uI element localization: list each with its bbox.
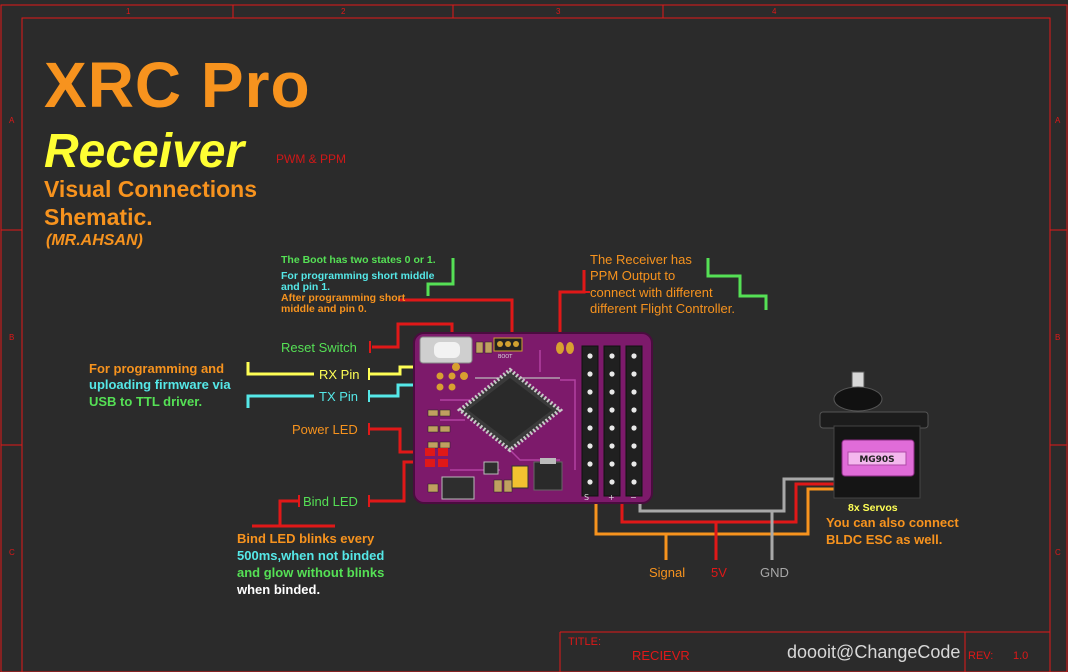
label-tx-pin: TX Pin [319, 389, 359, 404]
credit-watermark: doooit@ChangeCode [787, 642, 961, 662]
bind-note-line-3: and glow without blinks [237, 565, 385, 580]
bind-note-line-4: when binded. [237, 582, 321, 597]
header-pin [587, 425, 593, 431]
receiver-board: BOOT [413, 332, 653, 504]
grid-col-4: 4 [772, 7, 777, 16]
boot-note-line-5: middle and pin 0. [281, 303, 367, 315]
esc-note-line-1: You can also connect [826, 515, 959, 530]
label-reset-switch: Reset Switch [281, 340, 357, 355]
wire-rx-left [246, 362, 314, 376]
sheet-frame [0, 4, 1068, 672]
grid-col-1: 1 [126, 7, 131, 16]
servo-header [581, 345, 643, 497]
header-pin [631, 407, 637, 413]
grid-row-b-right: B [1055, 333, 1061, 342]
header-pin [587, 479, 593, 485]
programming-note-line-2: uploading firmware via [89, 377, 231, 392]
label-gnd: GND [760, 565, 789, 580]
bind-led [438, 448, 448, 456]
header-pin [609, 425, 615, 431]
grid-row-c-right: C [1055, 548, 1061, 557]
label-rx-pin: RX Pin [319, 367, 360, 382]
ppm-note-line-3: connect with different [590, 285, 713, 300]
power-led [425, 448, 435, 456]
wire-boot-green [426, 258, 455, 296]
header-pin [587, 461, 593, 467]
header-pin [587, 407, 593, 413]
bind-note-line-1: Bind LED blinks every [237, 531, 375, 546]
grid-col-3: 3 [556, 7, 561, 16]
label-servos: 8x Servos [848, 502, 898, 514]
title-line-1: Visual Connections [44, 176, 258, 202]
header-pin [587, 443, 593, 449]
wire-reset [372, 322, 454, 349]
title-block [559, 631, 1050, 672]
header-pin [609, 479, 615, 485]
title-tag: PWM & PPM [276, 152, 347, 166]
programming-note-line-3: USB to TTL driver. [89, 394, 203, 409]
header-pin [609, 407, 615, 413]
grid-row-a-right: A [1055, 116, 1061, 125]
programming-note-line-1: For programming and [89, 361, 225, 376]
header-pin [609, 461, 615, 467]
wire-boot-red [398, 298, 514, 336]
header-pin [631, 443, 637, 449]
servo-model-label: MG90S [859, 455, 894, 465]
header-pin [609, 371, 615, 377]
grid-row-a-left: A [9, 116, 15, 125]
bind-note-line-2: 500ms,when not binded [237, 548, 385, 563]
wire-ppm-red [558, 270, 586, 340]
title-main: XRC Pro [44, 49, 311, 121]
boot-silk-label: BOOT [498, 354, 513, 360]
boot-note-line-3: and pin 1. [281, 281, 331, 293]
header-pin [587, 389, 593, 395]
title-author: (MR.AHSAN) [46, 232, 143, 249]
wire-tx-left [246, 394, 314, 408]
header-pin [587, 353, 593, 359]
rev-label: REV: [968, 650, 994, 662]
label-power-led: Power LED [292, 422, 358, 437]
regulator [533, 461, 563, 491]
grid-row-b-left: B [9, 333, 15, 342]
header-pin [609, 443, 615, 449]
title-line-2: Shematic. [44, 204, 153, 230]
label-5v: 5V [711, 565, 727, 580]
svg-text:+: + [608, 493, 615, 502]
mcu-chip [456, 367, 564, 453]
svg-text:−: − [630, 493, 637, 502]
grid-col-2: 2 [341, 7, 346, 16]
boot-note-line-1: The Boot has two states 0 or 1. [281, 254, 436, 266]
header-pin [587, 371, 593, 377]
grid-row-c-left: C [9, 548, 15, 557]
wire-ppm-green [706, 258, 768, 310]
wire-bind-note [252, 499, 335, 528]
label-signal: Signal [649, 565, 686, 580]
title-block-value: RECIEVR [632, 648, 690, 663]
header-pin [631, 389, 637, 395]
rev-value: 1.0 [1013, 650, 1029, 662]
boot-note-line-4: After programming short [281, 292, 406, 304]
header-pin [609, 389, 615, 395]
header-pin [609, 353, 615, 359]
header-pin [631, 479, 637, 485]
header-pin [631, 353, 637, 359]
header-pin [631, 371, 637, 377]
header-pin [631, 425, 637, 431]
boot-note-line-2: For programming short middle [281, 270, 435, 282]
ppm-note-line-1: The Receiver has [590, 252, 692, 267]
title-sub: Receiver [44, 125, 245, 178]
header-pin [631, 461, 637, 467]
servo-motor: MG90S [819, 371, 929, 499]
ppm-note-line-2: PPM Output to [590, 268, 676, 283]
svg-text:S: S [584, 493, 589, 502]
ppm-note-line-4: different Flight Controller. [590, 301, 735, 316]
label-bind-led: Bind LED [303, 494, 358, 509]
title-block-label: TITLE: [568, 636, 602, 648]
esc-note-line-2: BLDC ESC as well. [826, 532, 943, 547]
capacitor [511, 465, 529, 489]
